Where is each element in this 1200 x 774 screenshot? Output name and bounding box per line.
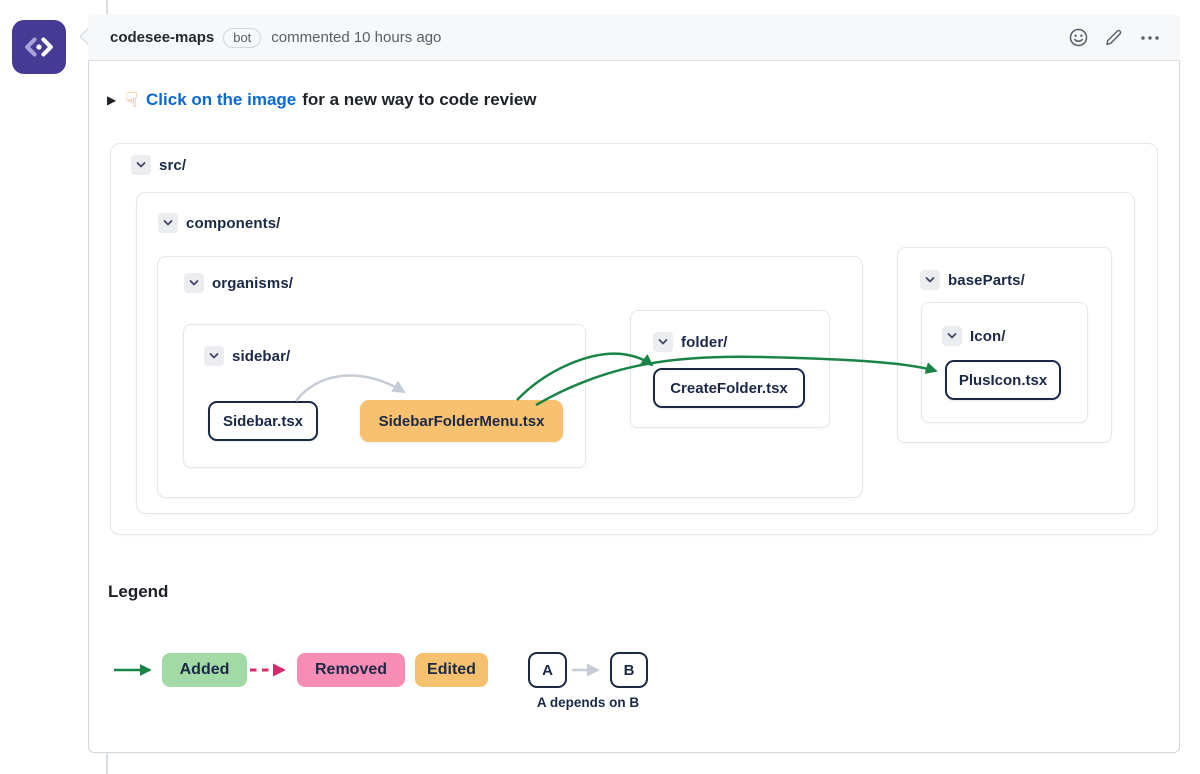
folder-label-components: components/ <box>186 214 281 232</box>
details-summary[interactable]: ▶ ☟ Click on the image for a new way to … <box>107 88 537 112</box>
legend-node-a: A <box>528 652 567 688</box>
image-link[interactable]: Click on the image <box>146 90 297 109</box>
folder-toggle-components[interactable] <box>158 213 178 233</box>
node-plusicon-tsx[interactable]: PlusIcon.tsx <box>945 360 1061 400</box>
legend-added-badge: Added <box>162 653 247 687</box>
folder-label-folder: folder/ <box>681 333 728 351</box>
bot-badge: bot <box>223 27 262 48</box>
legend-edited-badge: Edited <box>415 653 488 687</box>
chevron-down-icon <box>925 277 935 283</box>
point-down-emoji: ☟ <box>125 88 139 112</box>
folder-box-sidebar: sidebar/ <box>183 324 586 468</box>
chevron-down-icon <box>189 280 199 286</box>
summary-text: for a new way to code review <box>302 90 537 109</box>
edit-button[interactable] <box>1102 26 1126 50</box>
folder-toggle-src[interactable] <box>131 155 151 175</box>
folder-label-sidebar: sidebar/ <box>232 347 291 365</box>
author-link[interactable]: codesee-maps <box>110 29 215 46</box>
comment-header: codesee-maps bot commented 10 hours ago <box>88 15 1180 61</box>
collapse-triangle-icon[interactable]: ▶ <box>107 93 117 107</box>
legend-caption: A depends on B <box>536 695 640 710</box>
chevron-down-icon <box>209 353 219 359</box>
legend-title: Legend <box>108 582 169 601</box>
node-sidebar-tsx[interactable]: Sidebar.tsx <box>208 401 318 441</box>
reaction-button[interactable] <box>1066 26 1090 50</box>
kebab-icon <box>1141 35 1159 40</box>
folder-toggle-sidebar[interactable] <box>204 346 224 366</box>
folder-toggle-icon[interactable] <box>942 326 962 346</box>
chevron-down-icon <box>658 339 668 345</box>
smiley-icon <box>1069 28 1087 47</box>
codesee-logo-icon <box>19 27 59 67</box>
more-button[interactable] <box>1138 26 1162 50</box>
folder-label-icon: Icon/ <box>970 327 1006 345</box>
folder-label-src: src/ <box>159 156 187 174</box>
node-createfolder-tsx[interactable]: CreateFolder.tsx <box>653 368 805 408</box>
folder-toggle-folder[interactable] <box>653 332 673 352</box>
folder-toggle-organisms[interactable] <box>184 273 204 293</box>
chevron-down-icon <box>136 162 146 168</box>
avatar[interactable] <box>12 20 66 74</box>
folder-label-organisms: organisms/ <box>212 274 294 292</box>
pencil-icon <box>1106 29 1122 45</box>
legend-node-b: B <box>610 652 648 688</box>
folder-toggle-baseparts[interactable] <box>920 270 940 290</box>
chevron-down-icon <box>163 220 173 226</box>
chevron-down-icon <box>947 333 957 339</box>
comment-timestamp[interactable]: commented 10 hours ago <box>271 29 442 46</box>
legend-removed-badge: Removed <box>297 653 405 687</box>
folder-label-baseparts: baseParts/ <box>948 271 1025 289</box>
node-sidebarfoldermenu-tsx[interactable]: SidebarFolderMenu.tsx <box>360 400 563 442</box>
